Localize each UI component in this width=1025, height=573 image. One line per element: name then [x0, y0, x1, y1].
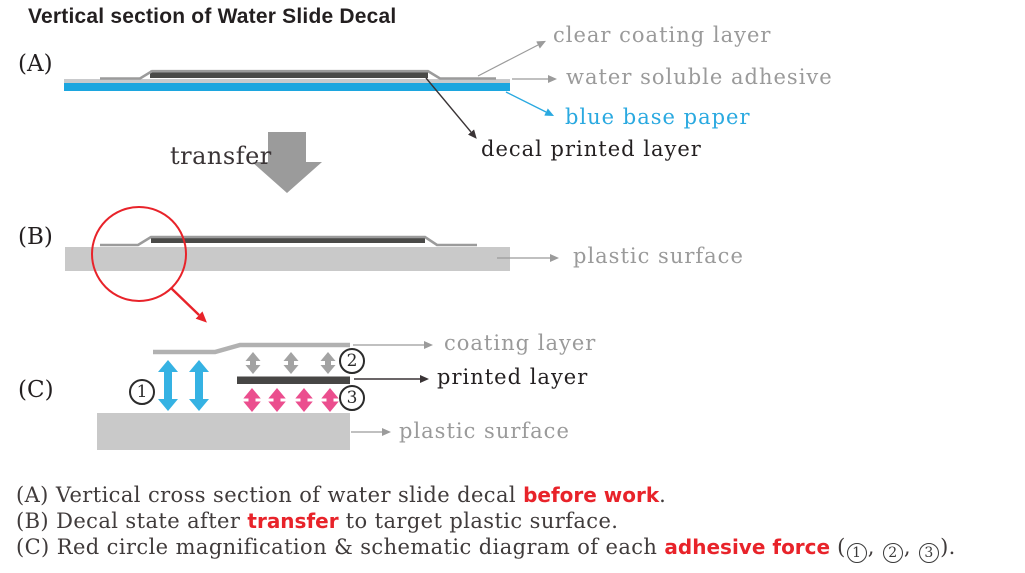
- caption-c-text: (C) Red circle magnification & schematic…: [16, 535, 665, 559]
- caption-c-open-paren: (: [830, 535, 846, 559]
- clear-coating-layer-a: [100, 69, 496, 80]
- caption-a-period: .: [659, 483, 667, 507]
- magnify-arrow-icon: [170, 287, 207, 323]
- leader-base-paper-icon: [505, 91, 555, 117]
- leader-clear-coating-icon: [477, 40, 546, 77]
- decal-printed-layer-label: decal printed layer: [481, 137, 702, 161]
- force-2-badge: 2: [339, 348, 365, 374]
- caption-c-highlight: adhesive force: [664, 535, 831, 559]
- printed-layer-a: [150, 70, 428, 78]
- caption-line-a: (A) Vertical cross section of water slid…: [16, 483, 666, 507]
- caption-c-sep1: ,: [867, 535, 882, 559]
- leader-printed-layer-icon: [425, 77, 477, 139]
- water-soluble-adhesive-label: water soluble adhesive: [566, 65, 833, 89]
- coating-layer-label: coating layer: [444, 331, 597, 355]
- section-a-label: (A): [18, 51, 53, 77]
- blue-base-paper-label: blue base paper: [565, 105, 751, 129]
- printed-layer-b: [151, 236, 425, 243]
- caption-force-1-badge: 1: [846, 543, 867, 563]
- caption-b-suffix: to target plastic surface.: [338, 509, 619, 533]
- caption-force-3-badge: 3: [919, 543, 940, 563]
- force-3-badge: 3: [339, 385, 365, 411]
- magnification-circle: [91, 206, 187, 302]
- caption-a-text: (A) Vertical cross section of water slid…: [16, 483, 524, 507]
- coating-layer-c: [153, 342, 350, 355]
- caption-c-close-paren: ).: [940, 535, 956, 559]
- section-b-label: (B): [18, 224, 53, 250]
- coating-layer-b: [100, 235, 477, 247]
- transfer-label: transfer: [170, 142, 272, 170]
- caption-line-c: (C) Red circle magnification & schematic…: [16, 535, 956, 563]
- caption-c-sep2: ,: [903, 535, 919, 559]
- page-title: Vertical section of Water Slide Decal: [28, 5, 397, 28]
- plastic-surface-c: [97, 413, 350, 450]
- section-c-label: (C): [18, 377, 54, 403]
- caption-a-highlight: before work: [523, 483, 660, 507]
- plastic-surface-b-label: plastic surface: [573, 244, 744, 268]
- caption-b-text: (B) Decal state after: [16, 509, 248, 533]
- plastic-surface-b: [65, 247, 510, 271]
- caption-b-highlight: transfer: [247, 509, 339, 533]
- adhesive-layer-a: [64, 79, 510, 84]
- plastic-surface-c-label: plastic surface: [399, 419, 570, 443]
- transfer-down-arrow-icon: [252, 132, 322, 193]
- blue-base-paper-layer: [64, 83, 510, 91]
- printed-layer-c: [237, 376, 350, 384]
- caption-line-b: (B) Decal state after transfer to target…: [16, 509, 618, 533]
- force-1-badge: 1: [129, 379, 155, 405]
- caption-force-2-badge: 2: [882, 543, 903, 563]
- clear-coating-layer-label: clear coating layer: [553, 23, 772, 47]
- printed-layer-label: printed layer: [437, 365, 589, 389]
